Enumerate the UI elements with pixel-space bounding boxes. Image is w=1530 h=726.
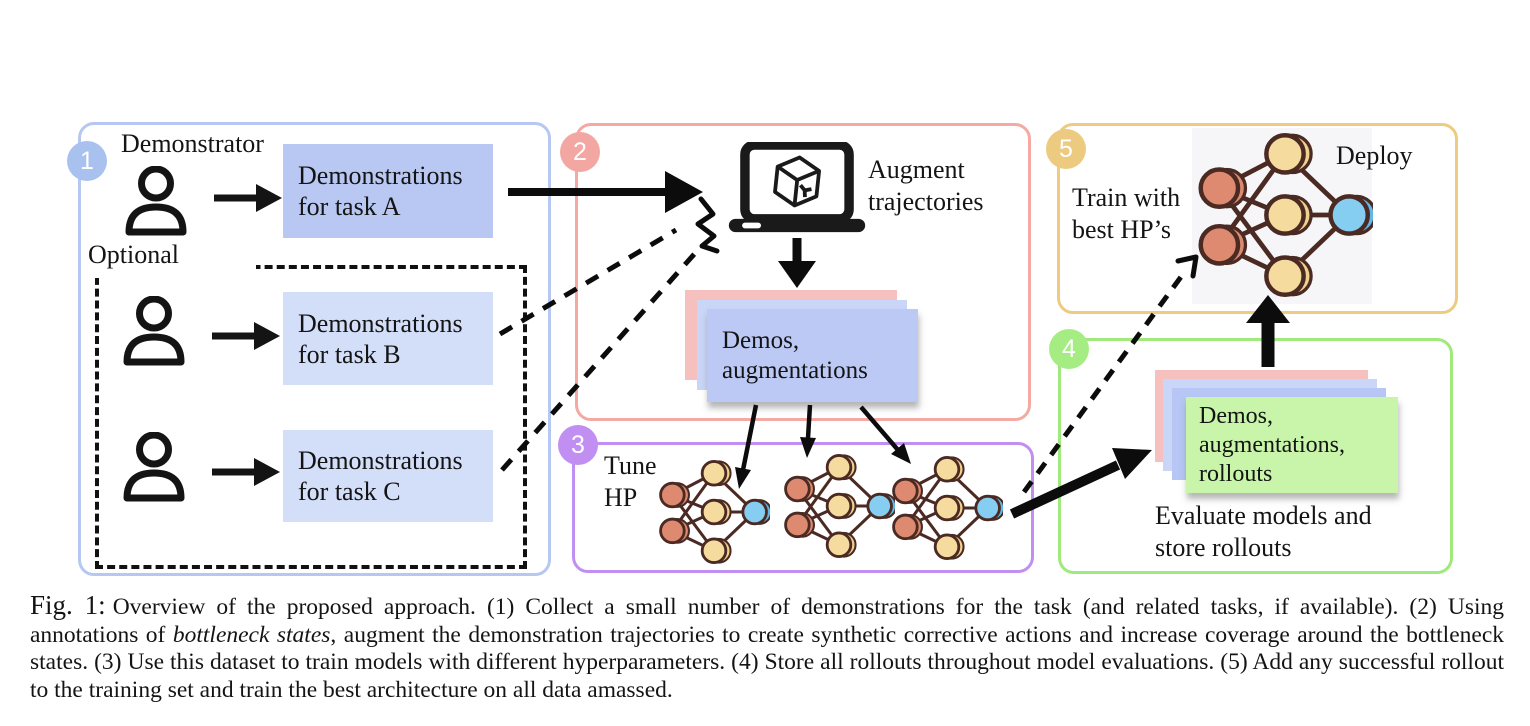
demonstrator-label: Demonstrator (121, 129, 264, 158)
evaluate-label: Evaluate models and store rollouts (1155, 501, 1372, 562)
step-badge-4: 4 (1049, 329, 1089, 369)
demos-augmentations-rollouts-card: Demos, augmentations, rollouts (1186, 397, 1398, 493)
neural-network-icon (783, 454, 895, 558)
neural-network-icon (658, 460, 770, 564)
step-number: 2 (573, 137, 587, 166)
task-a-box: Demonstrations for task A (283, 144, 493, 238)
step-badge-3: 3 (558, 425, 598, 465)
person-icon (120, 296, 188, 368)
task-c-box: Demonstrations for task C (283, 430, 493, 522)
caption-italic: bottleneck states (172, 621, 331, 648)
figure-number: Fig. 1: (30, 590, 106, 620)
person-icon (120, 432, 188, 504)
caption-text-1: Overview of the proposed approach. (1) C… (30, 594, 1504, 648)
train-label: Train with best HP’s (1072, 183, 1181, 244)
caption-text-2: , augment the demonstration trajectories… (30, 621, 1505, 703)
augment-label: Augment trajectories (868, 155, 984, 216)
step-badge-1: 1 (67, 141, 107, 181)
step-number: 5 (1059, 134, 1073, 163)
figure-caption: Fig. 1:Overview of the proposed approach… (30, 590, 1505, 704)
step-number: 4 (1062, 334, 1076, 363)
demos-augmentations-card: Demos, augmentations (707, 309, 918, 402)
optional-label: Optional (88, 238, 256, 278)
task-b-box: Demonstrations for task B (283, 292, 493, 385)
step-badge-5: 5 (1046, 129, 1086, 169)
step-badge-2: 2 (560, 132, 600, 172)
deploy-label: Deploy (1336, 141, 1413, 170)
laptop-icon (726, 142, 868, 237)
step-number: 3 (571, 430, 585, 459)
step-number: 1 (80, 146, 94, 175)
neural-network-icon (891, 456, 1003, 560)
person-icon (122, 166, 190, 238)
